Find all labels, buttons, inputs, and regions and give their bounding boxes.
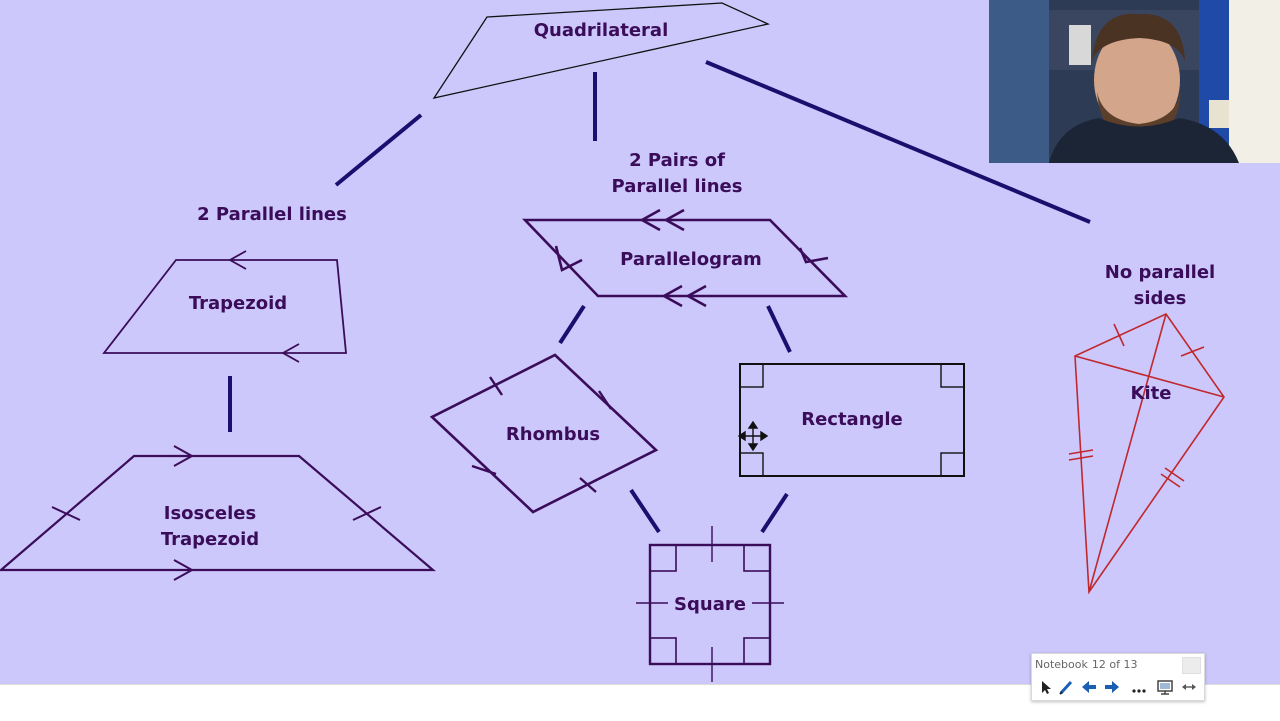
quadrilateral-label: Quadrilateral [534, 20, 669, 41]
isosceles-parallel-arrow-top [173, 445, 195, 467]
rectangle-shape [739, 363, 965, 477]
square-label: Square [674, 594, 746, 615]
rhombus-label: Rhombus [506, 424, 600, 445]
parallelogram-label: Parallelogram [620, 249, 762, 270]
isosceles-label-line1: Isosceles [164, 503, 256, 524]
two-pairs-label-line2: Parallel lines [612, 176, 743, 197]
square-shape [648, 543, 772, 666]
two-pairs-label-line1: 2 Pairs of [629, 150, 725, 171]
parallelogram-arrows [554, 208, 829, 308]
two-parallel-lines-label: 2 Parallel lines [197, 204, 347, 225]
rhombus-shape [429, 353, 659, 514]
kite-shape [1068, 312, 1225, 595]
isosceles-parallel-arrow-bottom [173, 559, 195, 581]
square-right-angle-marks [649, 544, 771, 665]
connector-parallelogram-to-rectangle [766, 305, 792, 353]
connector-quad-to-noparallel [705, 60, 1091, 224]
kite-label: Kite [1131, 383, 1172, 404]
arrow-right-icon[interactable] [1102, 678, 1122, 696]
more-icon[interactable] [1129, 678, 1149, 696]
page-indicator: 12 of 13 [1091, 658, 1138, 671]
arrow-left-icon[interactable] [1079, 678, 1099, 696]
select-arrow-icon[interactable] [1034, 678, 1054, 696]
connector-parallelogram-to-rhombus [558, 304, 586, 345]
notebook-app-name: Notebook [1035, 658, 1088, 671]
trapezoid-parallel-arrow-top [228, 250, 247, 270]
isosceles-tick-left [51, 506, 81, 521]
quadrilateral-hierarchy-diagram: Quadrilateral 2 Parallel lines 2 Pairs o… [0, 2, 1225, 682]
trapezoid-parallel-arrow-bottom [281, 343, 300, 363]
no-parallel-label-line1: No parallel [1105, 262, 1215, 283]
rectangle-right-angle-marks [739, 363, 965, 477]
rhombus-ticks [471, 376, 612, 493]
connector-quad-to-2parallel [334, 113, 423, 187]
move-cursor-icon [737, 420, 769, 452]
isosceles-tick-right [352, 506, 382, 521]
trapezoid-label: Trapezoid [189, 293, 287, 314]
trapezoid-shape [102, 259, 347, 354]
isosceles-trapezoid-shape [0, 454, 436, 572]
connector-rectangle-to-square [760, 492, 789, 534]
display-icon[interactable] [1155, 678, 1175, 696]
expand-icon[interactable] [1179, 678, 1199, 696]
presenter-video-icon [989, 0, 1280, 163]
quadrilateral-shape [432, 2, 771, 99]
square-side-ticks [636, 526, 784, 682]
connector-rhombus-to-square [629, 488, 661, 534]
isosceles-label-line2: Trapezoid [161, 529, 259, 550]
connector-lines [228, 60, 1091, 534]
pen-icon[interactable] [1056, 678, 1076, 696]
no-parallel-label-line2: sides [1134, 288, 1187, 309]
toolbar-close-button[interactable] [1182, 657, 1201, 674]
rectangle-label: Rectangle [801, 409, 903, 430]
parallelogram-shape [521, 218, 849, 298]
webcam-video [989, 0, 1280, 163]
